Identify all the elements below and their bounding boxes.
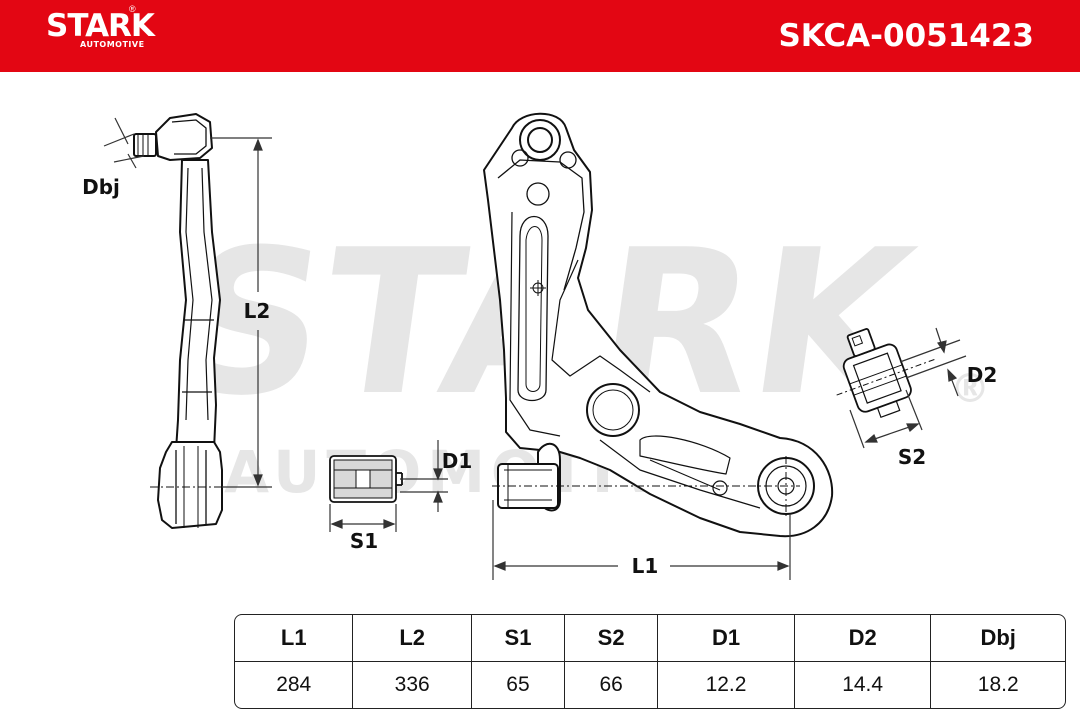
brand-registered-mark: ® [129,4,136,14]
watermark-registered: ® [950,366,990,412]
bushing-s2 [836,328,935,419]
header-bar: STARK AUTOMOTIVE ® SKCA-0051423 [0,0,1080,72]
table-header-cell: D1 [658,615,795,662]
table-header-row: L1 L2 S1 S2 D1 D2 Dbj [235,615,1065,662]
table-header-cell: L2 [353,615,472,662]
s1-d1-dimension [329,440,448,532]
control-arm-top-view [483,112,834,538]
label-d2: D2 [967,363,998,387]
table-row: 284 336 65 66 12.2 14.4 18.2 [235,662,1065,708]
part-number: SKCA-0051423 [778,18,1034,54]
bushing-s1 [329,455,403,503]
label-s2: S2 [898,445,926,469]
brand-name: STARK [46,8,155,44]
table-cell: 336 [353,662,472,708]
table-cell: 18.2 [977,673,1019,696]
table-cell: 65 [472,662,566,708]
side-view-arm [133,113,226,529]
dbj-dimension [103,117,145,169]
label-d1: D1 [442,449,473,473]
table-cell: 12.2 [658,662,795,708]
table-cell: 66 [565,662,659,708]
brand-subtitle: AUTOMOTIVE [80,40,145,49]
label-s1: S1 [350,529,378,553]
table-header-cell: Dbj [931,615,1065,662]
label-l2: L2 [244,299,271,323]
technical-drawing: STARK AUTOMOTIVE ® L2 [82,112,998,580]
brand-logo: STARK AUTOMOTIVE [46,8,155,49]
label-dbj: Dbj [82,175,120,199]
dimensions-table: L1 L2 S1 S2 D1 D2 Dbj 284 336 65 66 12.2… [234,614,1066,709]
l2-dimension [210,137,272,488]
table-header-cell: S2 [565,615,659,662]
table-header-cell: L1 [235,615,354,662]
table-header-cell: D2 [794,615,932,662]
label-l1: L1 [632,554,659,578]
table-header-cell: S1 [471,615,566,662]
table-cell: 284 [235,662,354,708]
s2-d2-dimension [849,327,967,449]
table-cell: 14.4 [795,662,932,708]
l1-dimension [492,500,791,580]
